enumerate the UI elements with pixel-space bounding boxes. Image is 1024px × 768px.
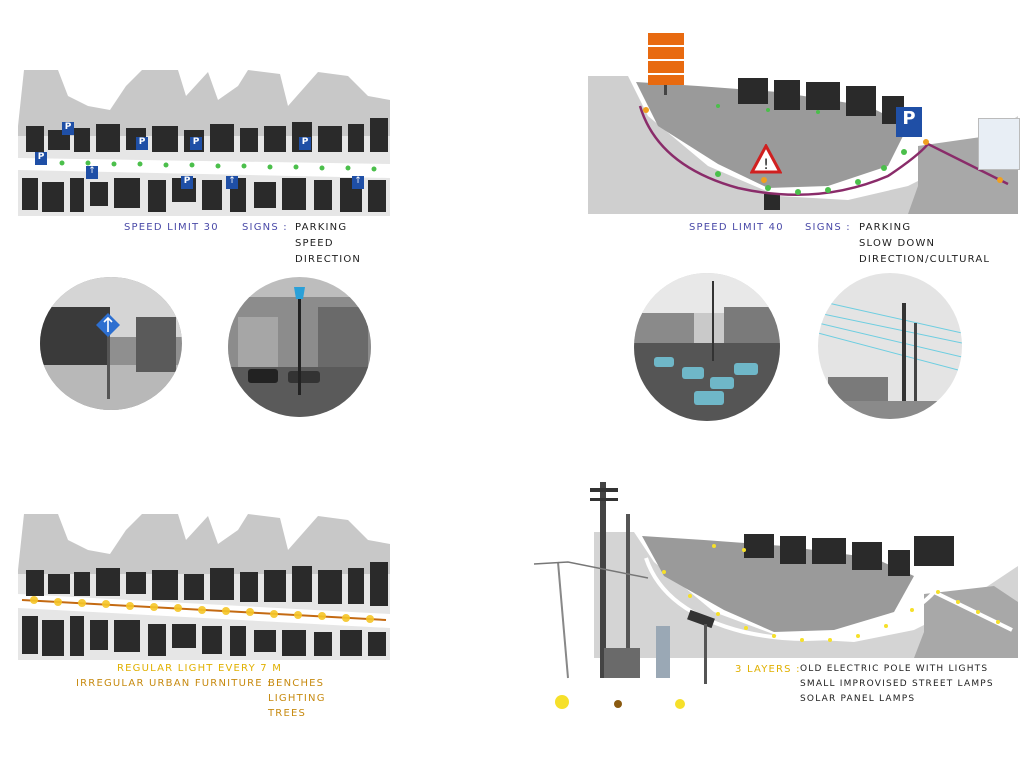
layer-item-solar-lamps: SOLAR PANEL LAMPS <box>800 694 916 704</box>
furniture-item-lighting: LIGHTING <box>268 693 326 704</box>
layers-label: 3 LAYERS : <box>735 664 801 675</box>
direction-sign-icon: ↑ <box>226 176 238 189</box>
lighting-b-map <box>594 532 1018 658</box>
street-b-map-drawing <box>588 76 1018 214</box>
parking-sign-icon: P <box>62 122 74 135</box>
parking-sign-icon: P <box>190 137 202 150</box>
layer-item-street-lamps: SMALL IMPROVISED STREET LAMPS <box>800 679 994 689</box>
lighting-a-map <box>18 510 390 660</box>
speed-limit-30-label: SPEED LIMIT 30 <box>124 222 219 233</box>
urban-furniture-label: IRREGULAR URBAN FURNITURE : <box>76 678 272 689</box>
lighting-b-map-drawing <box>594 532 1018 658</box>
parking-sign-icon: P <box>181 176 193 189</box>
lamp-types-illustration <box>528 478 728 718</box>
info-board-icon <box>978 118 1020 170</box>
sign-item-parking: PARKING <box>295 222 348 233</box>
regular-light-label: REGULAR LIGHT EVERY 7 M <box>117 663 283 674</box>
street-a-map <box>18 66 390 216</box>
street-a-map-drawing <box>18 70 390 216</box>
street-b-map <box>588 76 1018 214</box>
sign-item-direction: DIRECTION <box>295 254 362 265</box>
sign-item-slow-down: SLOW DOWN <box>859 238 936 249</box>
signs-label: SIGNS : <box>805 222 851 233</box>
layer-item-electric-pole: OLD ELECTRIC POLE WITH LIGHTS <box>800 664 989 674</box>
furniture-item-trees: TREES <box>268 708 307 719</box>
direction-sign-icon: ↑ <box>86 166 98 179</box>
photo-street-lamp <box>228 277 371 417</box>
svg-text:!: ! <box>763 157 769 173</box>
photo-parked-cars <box>634 273 780 421</box>
photo-direction-sign <box>40 277 182 410</box>
signs-label: SIGNS : <box>242 222 288 233</box>
furniture-item-benches: BENCHES <box>268 678 325 689</box>
speed-limit-40-label: SPEED LIMIT 40 <box>689 222 784 233</box>
cultural-signboard-icon <box>644 33 688 95</box>
parking-sign-icon: P <box>35 152 47 165</box>
photo-electric-poles <box>818 273 962 419</box>
parking-sign-icon: P <box>896 107 922 137</box>
sign-item-parking: PARKING <box>859 222 912 233</box>
parking-sign-icon: P <box>136 137 148 150</box>
lighting-a-map-drawing <box>18 514 390 660</box>
sign-item-direction-cultural: DIRECTION/CULTURAL <box>859 254 991 265</box>
parking-sign-icon: P <box>299 137 311 150</box>
direction-sign-icon: ↑ <box>352 176 364 189</box>
sign-item-speed: SPEED <box>295 238 334 249</box>
warning-sign-icon: ! <box>750 144 782 174</box>
